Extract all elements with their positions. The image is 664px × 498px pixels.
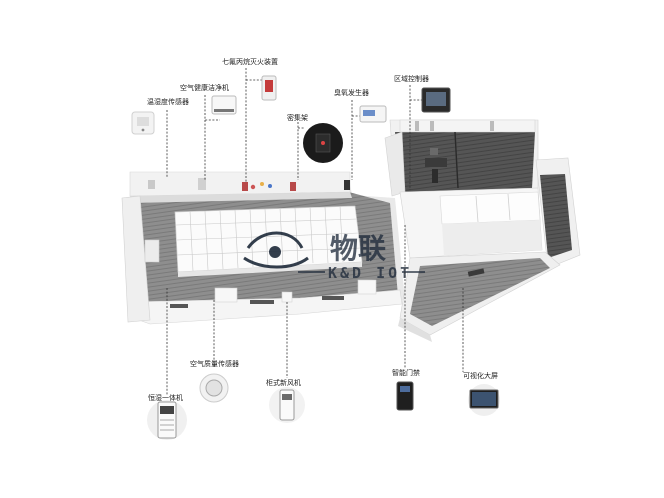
shelving-grid bbox=[174, 205, 363, 277]
air-purifier-icon bbox=[211, 95, 237, 115]
label-visual-screen: 可视化大屏 bbox=[463, 371, 498, 380]
building bbox=[121, 119, 581, 342]
device-labels: 温湿度传感器 空气健康洁净机 七氟丙烷灭火装置 密集架 臭氧发生器 区域控制器 … bbox=[147, 57, 498, 402]
label-temp-humidity-sensor: 温湿度传感器 bbox=[147, 97, 189, 106]
label-cabinet-fresh-air: 柜式新风机 bbox=[266, 378, 301, 387]
dehumidifier-icon bbox=[147, 400, 187, 440]
watermark-brand-cn: 物联 bbox=[330, 232, 386, 265]
label-air-purifier: 空气健康洁净机 bbox=[180, 83, 229, 92]
watermark-brand-en: K&D IOT bbox=[328, 264, 412, 282]
access-control-icon bbox=[396, 381, 414, 411]
air-quality-sensor-icon bbox=[199, 373, 229, 403]
fire-extinguisher-icon bbox=[261, 75, 277, 101]
zone-controller-icon bbox=[421, 87, 451, 113]
label-compact-shelving: 密集架 bbox=[287, 113, 308, 122]
label-ozone-generator: 臭氧发生器 bbox=[334, 88, 369, 97]
leader-lines bbox=[166, 68, 464, 395]
watermark: 物联 K&D IOT bbox=[243, 231, 425, 282]
shelving-unit-icon bbox=[303, 123, 343, 163]
label-air-quality-sensor: 空气质量传感器 bbox=[190, 359, 239, 368]
display-screen-icon bbox=[468, 384, 500, 416]
temp-humidity-sensor-icon bbox=[131, 111, 155, 135]
fresh-air-unit-icon bbox=[269, 387, 305, 423]
label-zone-controller: 区域控制器 bbox=[394, 74, 429, 83]
logo-mark-icon bbox=[243, 231, 309, 269]
label-constant-temp-unit: 恒湿一体机 bbox=[148, 393, 183, 402]
ozone-generator-icon bbox=[359, 105, 387, 123]
label-smart-access: 智能门禁 bbox=[392, 368, 420, 377]
label-fire-suppression: 七氟丙烷灭火装置 bbox=[222, 57, 278, 66]
